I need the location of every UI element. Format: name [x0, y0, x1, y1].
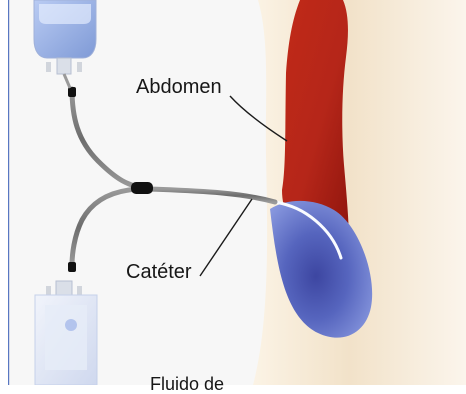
lower-clamp-icon	[68, 262, 76, 272]
abdomen-label: Abdomen	[136, 77, 222, 97]
bottom-partial-label: Fluido de	[150, 375, 224, 393]
dialysis-bag-icon	[34, 0, 96, 88]
cateter-leader-line	[200, 199, 252, 276]
diagram-canvas: Abdomen Catéter Fluido de	[0, 0, 466, 385]
upper-clamp-icon	[68, 87, 76, 97]
peritoneal-dialysis-illustration	[0, 0, 466, 385]
upper-tubing	[72, 89, 150, 189]
main-catheter-tube	[150, 189, 275, 202]
drain-bag-icon	[35, 281, 97, 385]
lower-tubing	[72, 189, 150, 265]
cateter-label: Catéter	[126, 262, 192, 282]
connector-clamp-icon	[131, 182, 153, 194]
